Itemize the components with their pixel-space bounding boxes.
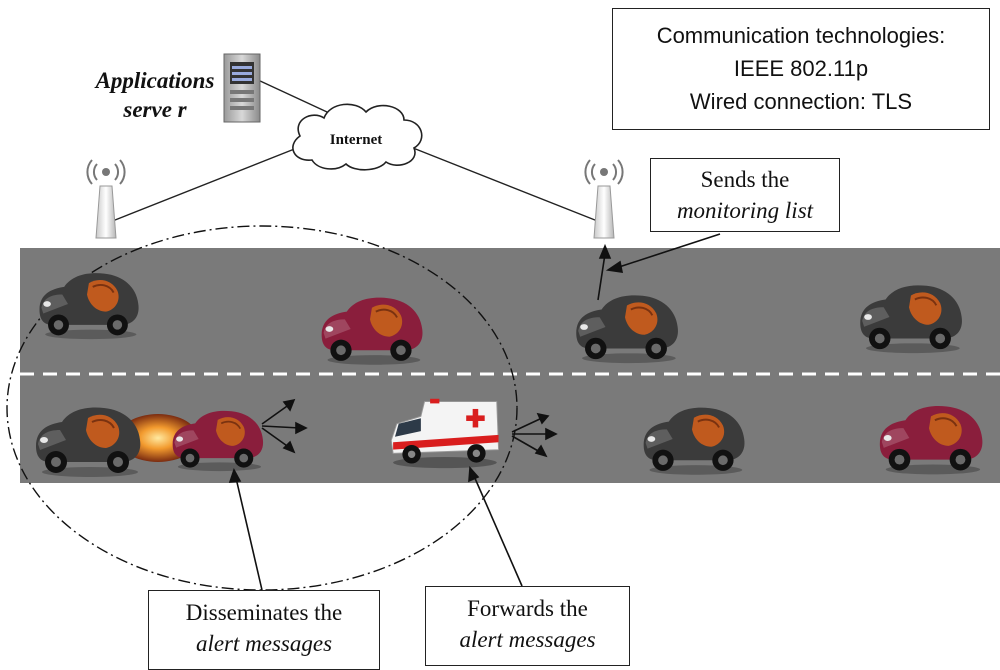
- network-links: [109, 79, 601, 223]
- server-label-line2: serve r: [123, 97, 187, 122]
- monitoring-list-arrows: [597, 233, 721, 301]
- forwards-alert-callout: Forwards the alert messages: [425, 586, 630, 666]
- dissem-line-1: Disseminates the: [185, 600, 343, 625]
- fwd-line-2: alert messages: [459, 627, 596, 652]
- sends-monitoring-list-callout: Sends the monitoring list: [650, 158, 840, 232]
- sends-line-2: monitoring list: [676, 198, 814, 223]
- antenna-icon: [86, 159, 126, 239]
- sends-line-1: Sends the: [700, 167, 790, 192]
- communication-technologies-box: Communication technologies: IEEE 802.11p…: [612, 8, 990, 130]
- tech-line-1: Communication technologies:: [656, 23, 946, 48]
- antenna-icon: [584, 159, 624, 239]
- communication-range: [6, 225, 518, 591]
- server-icon: [223, 53, 261, 123]
- broadcast-arrows-icon: [261, 398, 308, 454]
- callout-pointers: [228, 466, 523, 591]
- cloud-icon: Internet: [292, 103, 423, 171]
- internet-label: Internet: [330, 132, 383, 148]
- dissem-line-2: alert messages: [195, 631, 333, 656]
- disseminates-alert-callout: Disseminates the alert messages: [148, 590, 380, 670]
- applications-server-label: Applications serve r: [70, 66, 240, 124]
- tech-line-3: Wired connection: TLS: [689, 89, 913, 114]
- fwd-line-1: Forwards the: [467, 596, 588, 621]
- tech-line-2: IEEE 802.11p: [733, 56, 869, 81]
- broadcast-arrows-icon: [511, 412, 558, 458]
- server-label-line1: Applications: [95, 68, 215, 93]
